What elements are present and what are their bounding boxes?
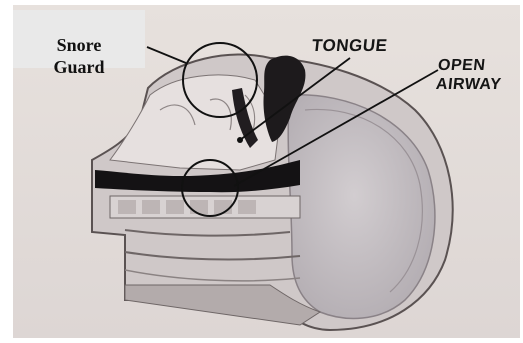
snore-guard-label-box: Snore Guard bbox=[13, 10, 145, 68]
tongue-leader-dot bbox=[237, 137, 243, 143]
snore-guard-label: Snore Guard bbox=[13, 34, 145, 78]
tongue-label: TONGUE bbox=[311, 37, 388, 54]
open-airway-label: OPEN AIRWAY bbox=[435, 56, 504, 94]
